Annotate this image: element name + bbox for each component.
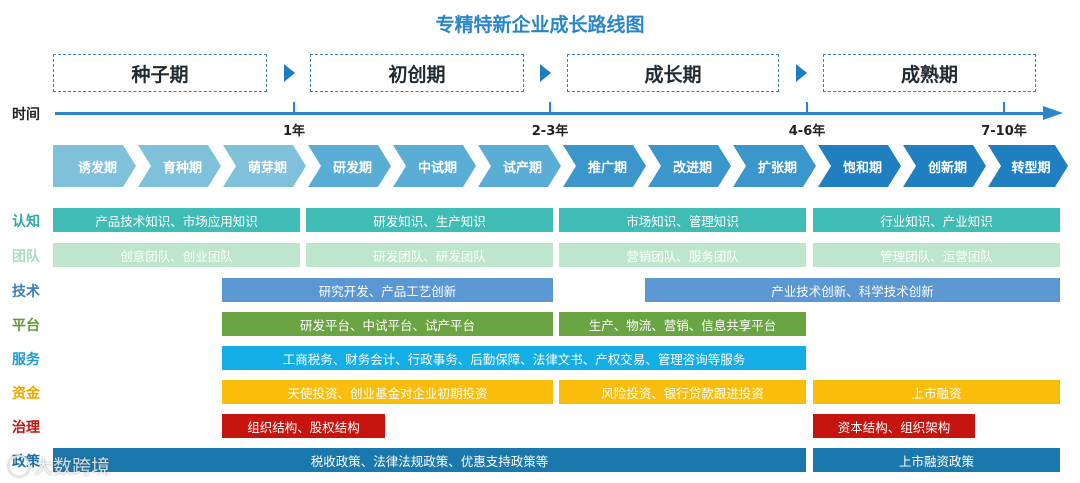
phase-label: 萌芽期 <box>247 160 287 176</box>
stage-label: 初创期 <box>388 63 446 86</box>
stage-arrow-icon <box>540 64 551 82</box>
phase-chevron: 研发期 <box>308 145 391 187</box>
phase-chevron: 扩张期 <box>733 145 816 187</box>
team-bar: 营销团队、服务团队 <box>559 243 806 267</box>
phase-chevron: 萌芽期 <box>223 145 306 187</box>
phase-chevron: 改进期 <box>648 145 731 187</box>
phase-label: 推广期 <box>587 160 627 176</box>
cognition-bar: 产品技术知识、市场应用知识 <box>53 208 300 232</box>
watermark-text: 大数跨境 <box>34 456 111 478</box>
tick-label: 2-3年 <box>531 124 569 139</box>
policy-bar: 税收政策、法律法规政策、优惠支持政策等 <box>53 448 806 472</box>
governance-bar: 组织结构、股权结构 <box>222 414 385 438</box>
stage-startup: 初创期 <box>310 54 524 92</box>
page-title: 专精特新企业成长路线图 <box>435 14 645 36</box>
category-team: 团队 <box>12 249 40 265</box>
team-bar: 管理团队、运营团队 <box>813 243 1060 267</box>
category-governance: 治理 <box>12 420 40 436</box>
funding-bar: 上市融资 <box>813 380 1060 404</box>
phase-chevron: 育种期 <box>138 145 221 187</box>
category-funding: 资金 <box>12 386 40 402</box>
time-axis-label: 时间 <box>12 107 40 123</box>
axis-tick <box>1003 102 1005 114</box>
stage-arrow-icon <box>796 64 807 82</box>
category-platform: 平台 <box>12 318 40 334</box>
axis-tick <box>806 102 808 114</box>
phase-label: 改进期 <box>672 160 712 176</box>
tick-label: 4-6年 <box>788 124 826 139</box>
service-bar: 工商税务、财务会计、行政事务、后勤保障、法律文书、产权交易、管理咨询等服务 <box>222 346 806 370</box>
category-cognition: 认知 <box>12 214 40 230</box>
phase-label: 饱和期 <box>842 160 882 176</box>
technology-bar: 研究开发、产品工艺创新 <box>222 278 553 302</box>
phase-chevron: 中试期 <box>393 145 476 187</box>
arrow-right-icon <box>1043 106 1063 120</box>
funding-bar: 天使投资、创业基金对企业初期投资 <box>222 380 553 404</box>
phase-label: 中试期 <box>417 160 457 176</box>
technology-bar: 产业技术创新、科学技术创新 <box>645 278 1060 302</box>
phase-label: 转型期 <box>1011 160 1051 176</box>
tick-label: 7-10年 <box>981 124 1027 139</box>
stage-arrow-icon <box>284 64 295 82</box>
funding-bar: 风险投资、银行贷款跟进投资 <box>559 380 806 404</box>
phase-label: 育种期 <box>162 160 202 176</box>
platform-bar: 生产、物流、营销、信息共享平台 <box>559 312 806 336</box>
governance-bar: 资本结构、组织架构 <box>813 414 975 438</box>
phase-label: 扩张期 <box>757 160 797 176</box>
phase-chevron: 试产期 <box>478 145 561 187</box>
cognition-bar: 市场知识、管理知识 <box>559 208 806 232</box>
axis-tick <box>293 102 295 114</box>
stage-growth: 成长期 <box>567 54 779 92</box>
team-bar: 研发团队、研发团队 <box>306 243 553 267</box>
category-service: 服务 <box>12 352 40 368</box>
platform-bar: 研发平台、中试平台、试产平台 <box>222 312 553 336</box>
team-bar: 创意团队、创业团队 <box>53 243 300 267</box>
phase-chevron: 诱发期 <box>53 145 136 187</box>
stage-label: 成熟期 <box>900 63 958 86</box>
phase-chevron: 推广期 <box>563 145 646 187</box>
policy-bar: 上市融资政策 <box>813 448 1060 472</box>
stage-mature: 成熟期 <box>823 54 1036 92</box>
phase-label: 试产期 <box>502 160 542 176</box>
stage-label: 成长期 <box>644 63 702 86</box>
stage-label: 种子期 <box>131 63 189 86</box>
stage-seed: 种子期 <box>53 54 267 92</box>
phase-label: 创新期 <box>927 160 967 176</box>
watermark-logo-icon <box>8 454 30 477</box>
phase-chevron: 饱和期 <box>818 145 901 187</box>
phase-chevron: 创新期 <box>903 145 986 187</box>
phase-label: 研发期 <box>332 160 372 176</box>
tick-label: 1年 <box>282 124 306 139</box>
cognition-bar: 研发知识、生产知识 <box>306 208 553 232</box>
phase-chevron: 转型期 <box>988 145 1068 187</box>
watermark: 大数跨境 <box>8 452 110 479</box>
category-technology: 技术 <box>12 284 40 300</box>
axis-tick <box>549 102 551 114</box>
cognition-bar: 行业知识、产业知识 <box>813 208 1060 232</box>
phase-label: 诱发期 <box>77 160 117 176</box>
